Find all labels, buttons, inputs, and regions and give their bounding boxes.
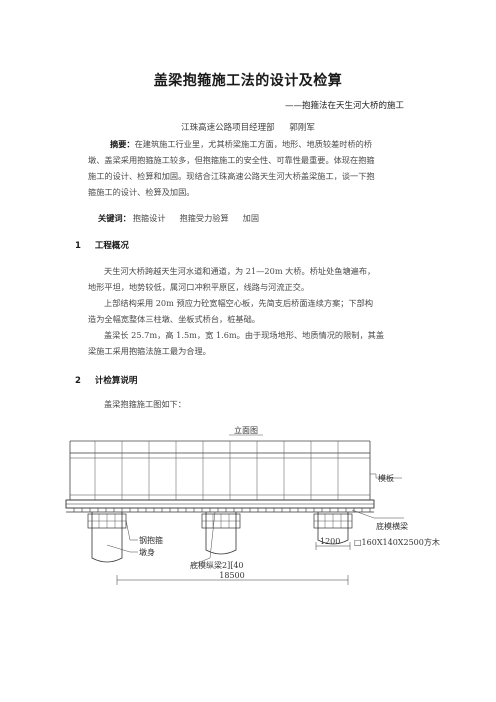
section1-body: 天生河大桥跨越天生河水道和通道，为 21—20m 大桥。桥址处鱼塘遍布， 地形平… (88, 263, 408, 359)
abstract-line: 摘要：在建筑施工行业里，尤其桥梁施工方面，地形、地质较差时桥的桥 (88, 136, 408, 152)
cross-beam-ticks (73, 508, 371, 512)
formwork-studs (94, 441, 339, 500)
cap-beam (69, 440, 371, 501)
dimension-spacing (315, 542, 351, 550)
section-number: 1 (75, 241, 81, 251)
label-square-timber: □160X140X2500方木 (354, 537, 440, 547)
section-title: 计检算说明 (94, 376, 138, 386)
abstract-label: 摘要： (110, 139, 135, 149)
keywords-label: 关键词： (98, 213, 131, 223)
abstract-line-1: 在建筑施工行业里，尤其桥梁施工方面，地形、地质较差时桥的桥 (134, 139, 373, 149)
section2-body: 盖梁抱箍施工图如下： (88, 396, 408, 412)
keyword-item: 抱箍设计 (132, 213, 166, 223)
abstract-line-3: 施工的设计、检算和加固。现结合江珠高速公路天生河大桥盖梁施工，谈一下抱 (88, 171, 375, 181)
section-number: 2 (75, 376, 81, 386)
abstract: 摘要：在建筑施工行业里，尤其桥梁施工方面，地形、地质较差时桥的桥 墩、盖梁采用抱… (88, 136, 408, 200)
paragraph-line: 梁施工采用抱箍法施工最为合理。 (88, 346, 211, 356)
label-pier-body: 墩身 (139, 547, 155, 557)
section-heading-1: 1 工程概况 (75, 239, 129, 251)
dimension-total (116, 575, 349, 585)
keywords: 关键词：抱箍设计 抱箍受力验算 加固 (98, 212, 271, 224)
pier-middle (201, 512, 241, 555)
keyword-item: 加固 (242, 213, 260, 223)
paragraph-line: 地形平坦，地势较低，属河口冲积平原区，线路与河流正交。 (88, 282, 310, 292)
pier-right (313, 512, 353, 545)
paragraph-line: 上部结构采用 20m 预应力砼宽幅空心板，先简支后桥面连续方案；下部构 (104, 298, 374, 308)
paragraph-line: 造为全幅宽整体三柱墩、坐板式桥台，桩基础。 (88, 314, 260, 324)
author-name: 郭刚军 (289, 123, 315, 133)
paragraph-line: 盖梁长 25.7m，高 1.5m，宽 1.6m。由于现场地形、地质情况的限制，其… (104, 330, 385, 340)
label-cross-beam: 底模横梁 (376, 521, 408, 531)
label-steel-hoop: 钢抱箍 (139, 535, 163, 545)
leader-lines (106, 473, 404, 567)
keyword-item: 抱箍受力验算 (179, 213, 229, 223)
section-title: 工程概况 (94, 241, 129, 251)
paragraph-line: 天生河大桥跨越天生河水道和通道，为 21—20m 大桥。桥址处鱼塘遍布， (104, 266, 376, 276)
section-heading-2: 2 计检算说明 (75, 374, 137, 386)
label-longitudinal-beam: 底模纵梁2][40 (190, 560, 244, 570)
label-formwork: 模板 (378, 473, 394, 483)
label-dimension-total: 18500 (219, 571, 244, 580)
abstract-line-4: 箍施工的设计、检算及加固。 (88, 187, 195, 197)
paragraph-line: 盖梁抱箍施工图如下： (104, 399, 186, 409)
figure-caption: 立面图 (234, 425, 258, 435)
bottom-longitudinal-beam (65, 499, 375, 513)
document-title: 盖梁抱箍施工法的设计及检算 (153, 73, 343, 89)
author-line: 江珠高速公路项目经理部 郭刚军 (0, 121, 496, 133)
pier-left (87, 512, 127, 563)
author-affiliation: 江珠高速公路项目经理部 (181, 123, 275, 133)
label-dimension-spacing: 1200 (320, 537, 340, 546)
abstract-line-2: 墩、盖梁采用抱箍施工较多，但抱箍施工的安全性、可靠性最重要。体现在抱箍 (88, 155, 375, 165)
document-subtitle: ——抱箍法在天生河大桥的施工 (284, 101, 404, 111)
